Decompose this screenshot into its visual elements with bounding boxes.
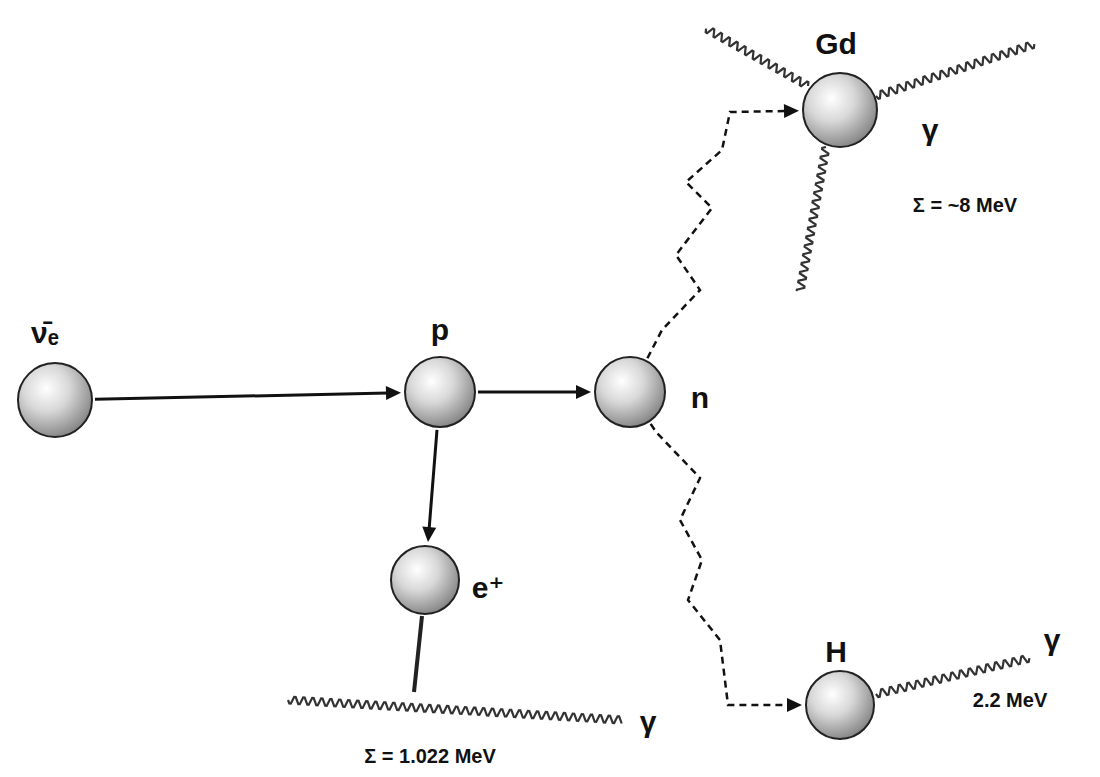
particle-label: e⁺ bbox=[472, 573, 505, 603]
arrow-head bbox=[787, 698, 802, 712]
antineutrino-particle bbox=[17, 362, 93, 438]
proton-particle bbox=[404, 356, 476, 428]
arrow-head bbox=[576, 385, 591, 399]
gadolinium-nucleus bbox=[802, 72, 878, 148]
reaction-arrow bbox=[478, 391, 578, 394]
gamma-ray bbox=[876, 43, 1034, 99]
gamma-symbol: γ bbox=[640, 707, 657, 737]
neutron-path bbox=[647, 111, 786, 358]
arrow-head bbox=[784, 104, 799, 118]
hydrogen-nucleus bbox=[805, 670, 875, 740]
positron-particle bbox=[390, 545, 460, 615]
energy-label: 2.2 MeV bbox=[973, 690, 1047, 710]
gamma-ray bbox=[706, 29, 809, 87]
particle-label: n bbox=[691, 383, 709, 413]
arrow-head bbox=[386, 386, 401, 400]
particle-label: p bbox=[431, 315, 449, 345]
gamma-symbol: γ bbox=[1044, 625, 1061, 655]
particle-label: ν̄ₑ bbox=[31, 318, 59, 348]
energy-label: Σ = 1.022 MeV bbox=[364, 746, 496, 766]
annihilation-line bbox=[414, 616, 422, 692]
energy-label: Σ = ~8 MeV bbox=[913, 195, 1017, 215]
reaction-arrow bbox=[429, 430, 437, 529]
reaction-arrow bbox=[95, 393, 388, 399]
gamma-ray bbox=[288, 697, 622, 724]
neutron-path bbox=[651, 424, 789, 705]
neutron-particle bbox=[594, 356, 666, 428]
particle-label: Gd bbox=[815, 29, 857, 59]
gamma-symbol: γ bbox=[922, 115, 939, 145]
gamma-ray bbox=[797, 147, 829, 291]
particle-label: H bbox=[825, 637, 847, 667]
